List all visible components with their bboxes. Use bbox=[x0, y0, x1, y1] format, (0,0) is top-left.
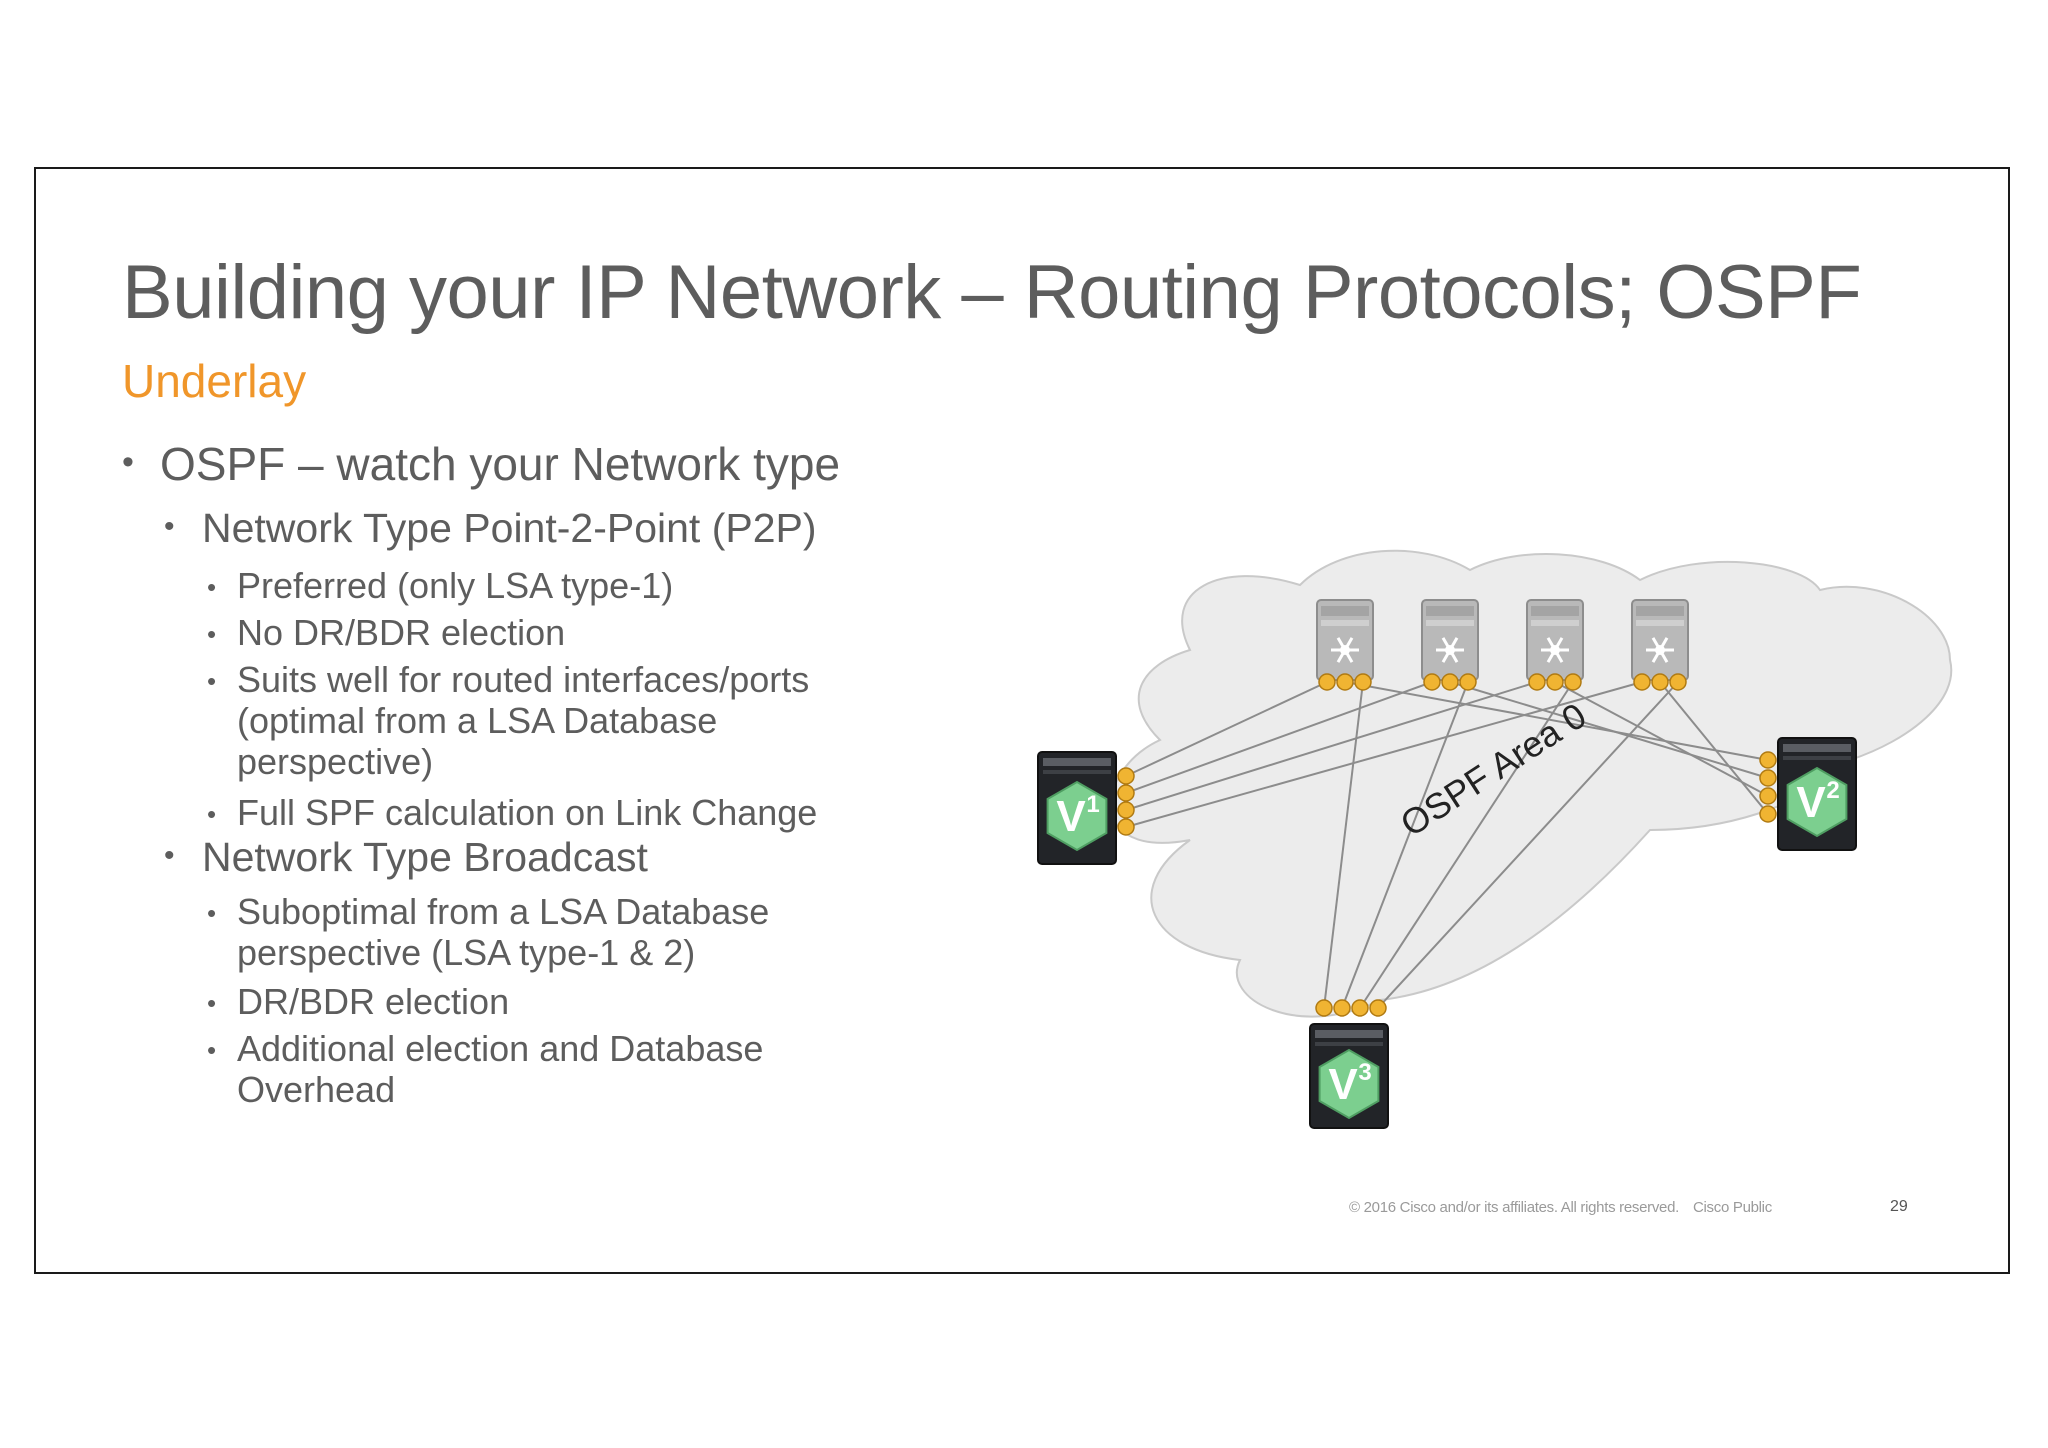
bullet-text: Network Type Point-2-Point (P2P) bbox=[202, 505, 817, 551]
bullet-dot: • bbox=[207, 619, 217, 649]
copyright-text: © 2016 Cisco and/or its affiliates. All … bbox=[1349, 1199, 1679, 1216]
link-line bbox=[1449, 681, 1769, 779]
port-icon bbox=[1117, 818, 1135, 836]
classification-text: Cisco Public bbox=[1692, 1199, 1772, 1216]
link-line bbox=[1323, 681, 1364, 1009]
link-line bbox=[1125, 681, 1643, 828]
port-icon bbox=[1669, 673, 1687, 691]
port-icon bbox=[1369, 999, 1387, 1017]
spine-switch bbox=[1631, 599, 1689, 691]
bullet-text: Full SPF calculation on Link Change bbox=[237, 792, 818, 833]
bullet-ospf-network-type: • OSPF – watch your Network type bbox=[122, 437, 841, 491]
port-icon bbox=[1333, 999, 1351, 1017]
link-line bbox=[1377, 681, 1679, 1009]
bullet-dr-bdr-election: • DR/BDR election bbox=[207, 981, 510, 1022]
footer: © 2016 Cisco and/or its affiliates. All … bbox=[1349, 1199, 1772, 1216]
port-icon bbox=[1423, 673, 1441, 691]
bullet-text: Preferred (only LSA type-1) bbox=[237, 565, 674, 606]
bullet-text-cont: Overhead bbox=[237, 1069, 396, 1110]
port-icon bbox=[1564, 673, 1582, 691]
leaf-badge-icon bbox=[1318, 1048, 1380, 1120]
port-icon bbox=[1351, 999, 1369, 1017]
bullet-no-dr-bdr: • No DR/BDR election bbox=[207, 612, 566, 653]
port-icon bbox=[1315, 999, 1333, 1017]
leaf-superscript: 3 bbox=[1358, 1059, 1371, 1086]
link-lines bbox=[1125, 681, 1769, 1009]
bullet-dot: • bbox=[207, 666, 217, 696]
bullet-text: Network Type Broadcast bbox=[202, 834, 648, 880]
port-icon bbox=[1759, 769, 1777, 787]
bullet-dot: • bbox=[207, 1035, 217, 1065]
leaf-label: V bbox=[1328, 1060, 1358, 1109]
spine-switch bbox=[1421, 599, 1479, 691]
port-icon bbox=[1528, 673, 1546, 691]
link-line bbox=[1125, 681, 1538, 811]
bullet-dot: • bbox=[164, 839, 175, 872]
bullet-text: Suboptimal from a LSA Database bbox=[237, 891, 770, 932]
bullet-text: DR/BDR election bbox=[237, 981, 510, 1022]
bullet-preferred: • Preferred (only LSA type-1) bbox=[207, 565, 674, 606]
bullet-dot: • bbox=[207, 572, 217, 602]
spine-switches bbox=[1316, 599, 1689, 691]
port-icon bbox=[1759, 787, 1777, 805]
link-line bbox=[1554, 681, 1769, 797]
bullet-dot: • bbox=[122, 443, 134, 481]
bullet-text-cont: perspective (LSA type-1 & 2) bbox=[237, 932, 696, 973]
port-icon bbox=[1336, 673, 1354, 691]
slide-subtitle: Underlay bbox=[122, 355, 307, 407]
spine-switch bbox=[1316, 599, 1374, 691]
port-icon bbox=[1759, 751, 1777, 769]
leaf-label: V bbox=[1796, 778, 1826, 827]
port-icon bbox=[1459, 673, 1477, 691]
bullet-dot: • bbox=[207, 988, 217, 1018]
port-icon bbox=[1759, 805, 1777, 823]
leaf-badge-icon bbox=[1786, 766, 1848, 838]
bullet-dot: • bbox=[207, 799, 217, 829]
bullet-full-spf: • Full SPF calculation on Link Change bbox=[207, 792, 818, 833]
bullet-dot: • bbox=[164, 510, 175, 543]
port-icon bbox=[1117, 767, 1135, 785]
bullet-text: No DR/BDR election bbox=[237, 612, 566, 653]
bullet-suboptimal: • Suboptimal from a LSA Database perspec… bbox=[207, 891, 770, 973]
bullet-dot: • bbox=[207, 898, 217, 928]
link-line bbox=[1125, 681, 1433, 794]
port-icon bbox=[1354, 673, 1372, 691]
bullet-text-cont: perspective) bbox=[237, 741, 434, 782]
link-line bbox=[1125, 681, 1328, 777]
bullet-p2p: • Network Type Point-2-Point (P2P) bbox=[164, 505, 817, 552]
port-icon bbox=[1117, 784, 1135, 802]
bullet-text-cont: (optimal from a LSA Database bbox=[237, 700, 718, 741]
port-icon bbox=[1546, 673, 1564, 691]
link-line bbox=[1344, 681, 1769, 761]
leaf-superscript: 2 bbox=[1826, 777, 1839, 804]
bullet-text: OSPF – watch your Network type bbox=[160, 438, 841, 490]
port-icon bbox=[1441, 673, 1459, 691]
port-icon bbox=[1318, 673, 1336, 691]
port-icon bbox=[1633, 673, 1651, 691]
spine-switch bbox=[1526, 599, 1584, 691]
bullet-suits-well: • Suits well for routed interfaces/ports… bbox=[207, 659, 810, 782]
port-icon bbox=[1117, 801, 1135, 819]
port-icon bbox=[1651, 673, 1669, 691]
bullet-text: Suits well for routed interfaces/ports bbox=[237, 659, 810, 700]
bullet-additional-election: • Additional election and Database Overh… bbox=[207, 1028, 764, 1110]
page-number: 29 bbox=[1890, 1198, 1908, 1215]
leaf-label: V bbox=[1056, 792, 1086, 841]
link-line bbox=[1359, 681, 1574, 1009]
bullet-text: Additional election and Database bbox=[237, 1028, 764, 1069]
link-line bbox=[1341, 681, 1469, 1009]
slide-title: Building your IP Network – Routing Proto… bbox=[122, 250, 1862, 335]
bullet-broadcast: • Network Type Broadcast bbox=[164, 834, 648, 881]
leaf-badge-icon bbox=[1046, 780, 1108, 852]
link-line bbox=[1659, 681, 1769, 815]
leaf-superscript: 1 bbox=[1086, 791, 1099, 818]
